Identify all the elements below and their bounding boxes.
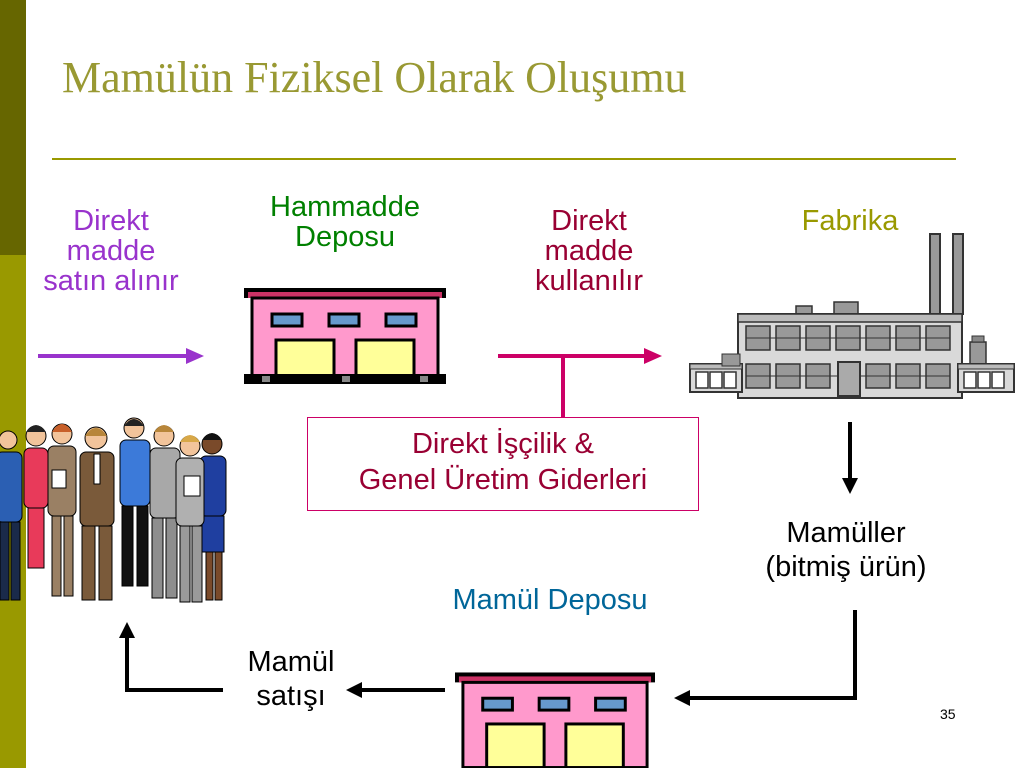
to-customers-arrow [119, 622, 223, 692]
labor-overhead-box: Direkt İşçilik & Genel Üretim Giderleri [307, 417, 699, 511]
label-direct-material-used: Direkt madde kullanılır [510, 206, 668, 296]
label-factory: Fabrika [801, 205, 899, 237]
sidebar-dark-strip [0, 0, 26, 255]
to-warehouse-arrow [674, 610, 857, 706]
usage-arrow [498, 348, 662, 417]
factory-down-arrow [842, 422, 858, 494]
label-direct-material-purchased: Direkt madde satın alınır [30, 206, 192, 296]
label-raw-material-warehouse: Hammadde Deposu [245, 192, 445, 252]
label-text: Mamül satışı [247, 646, 335, 712]
to-sales-arrow [346, 682, 445, 698]
label-finished-goods-warehouse: Mamül Deposu [452, 584, 648, 616]
people-group-icon [0, 417, 227, 603]
box-text: Direkt İşçilik & Genel Üretim Giderleri [358, 428, 648, 496]
warehouse-icon [455, 672, 655, 768]
label-text: Mamüller (bitmiş ürün) [765, 517, 927, 583]
slide-title: Mamülün Fiziksel Olarak Oluşumu [62, 53, 687, 102]
factory-icon [689, 233, 1015, 399]
label-text: Direkt madde kullanılır [535, 205, 643, 297]
warehouse-icon [244, 288, 446, 384]
label-text: Hammadde Deposu [270, 191, 420, 253]
page-number: 35 [940, 706, 956, 722]
label-text: Direkt madde satın alınır [43, 205, 179, 297]
label-product-sales: Mamül satışı [226, 645, 356, 713]
title-underline [52, 158, 956, 160]
label-finished-goods: Mamüller (bitmiş ürün) [740, 516, 952, 584]
purchase-arrow [38, 348, 204, 364]
